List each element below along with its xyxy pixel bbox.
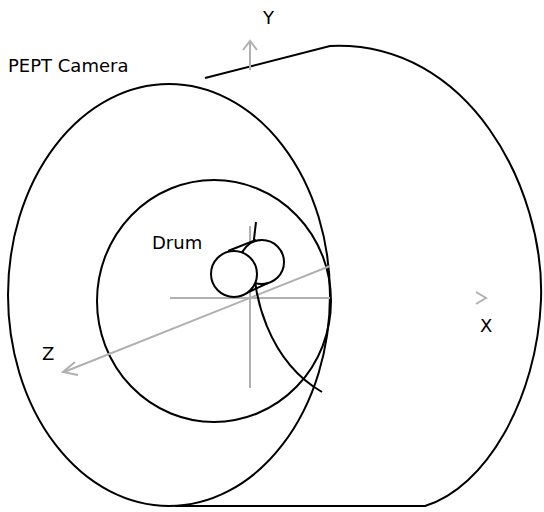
camera-label: PEPT Camera <box>8 56 128 76</box>
y-axis-top <box>249 42 251 70</box>
z-axis <box>64 266 330 372</box>
drum-front <box>211 251 257 297</box>
drum <box>211 240 284 297</box>
y-axis <box>249 300 251 388</box>
camera-front <box>8 84 330 506</box>
x-arrowhead <box>476 292 486 304</box>
axis-label: X <box>480 316 492 336</box>
z-arrowhead <box>63 362 78 375</box>
drum-label: Drum <box>152 233 202 253</box>
axis-label: Y <box>263 8 274 28</box>
axis-label: Z <box>42 344 54 364</box>
camera-bore <box>97 180 331 422</box>
y-arrowhead <box>243 41 257 50</box>
